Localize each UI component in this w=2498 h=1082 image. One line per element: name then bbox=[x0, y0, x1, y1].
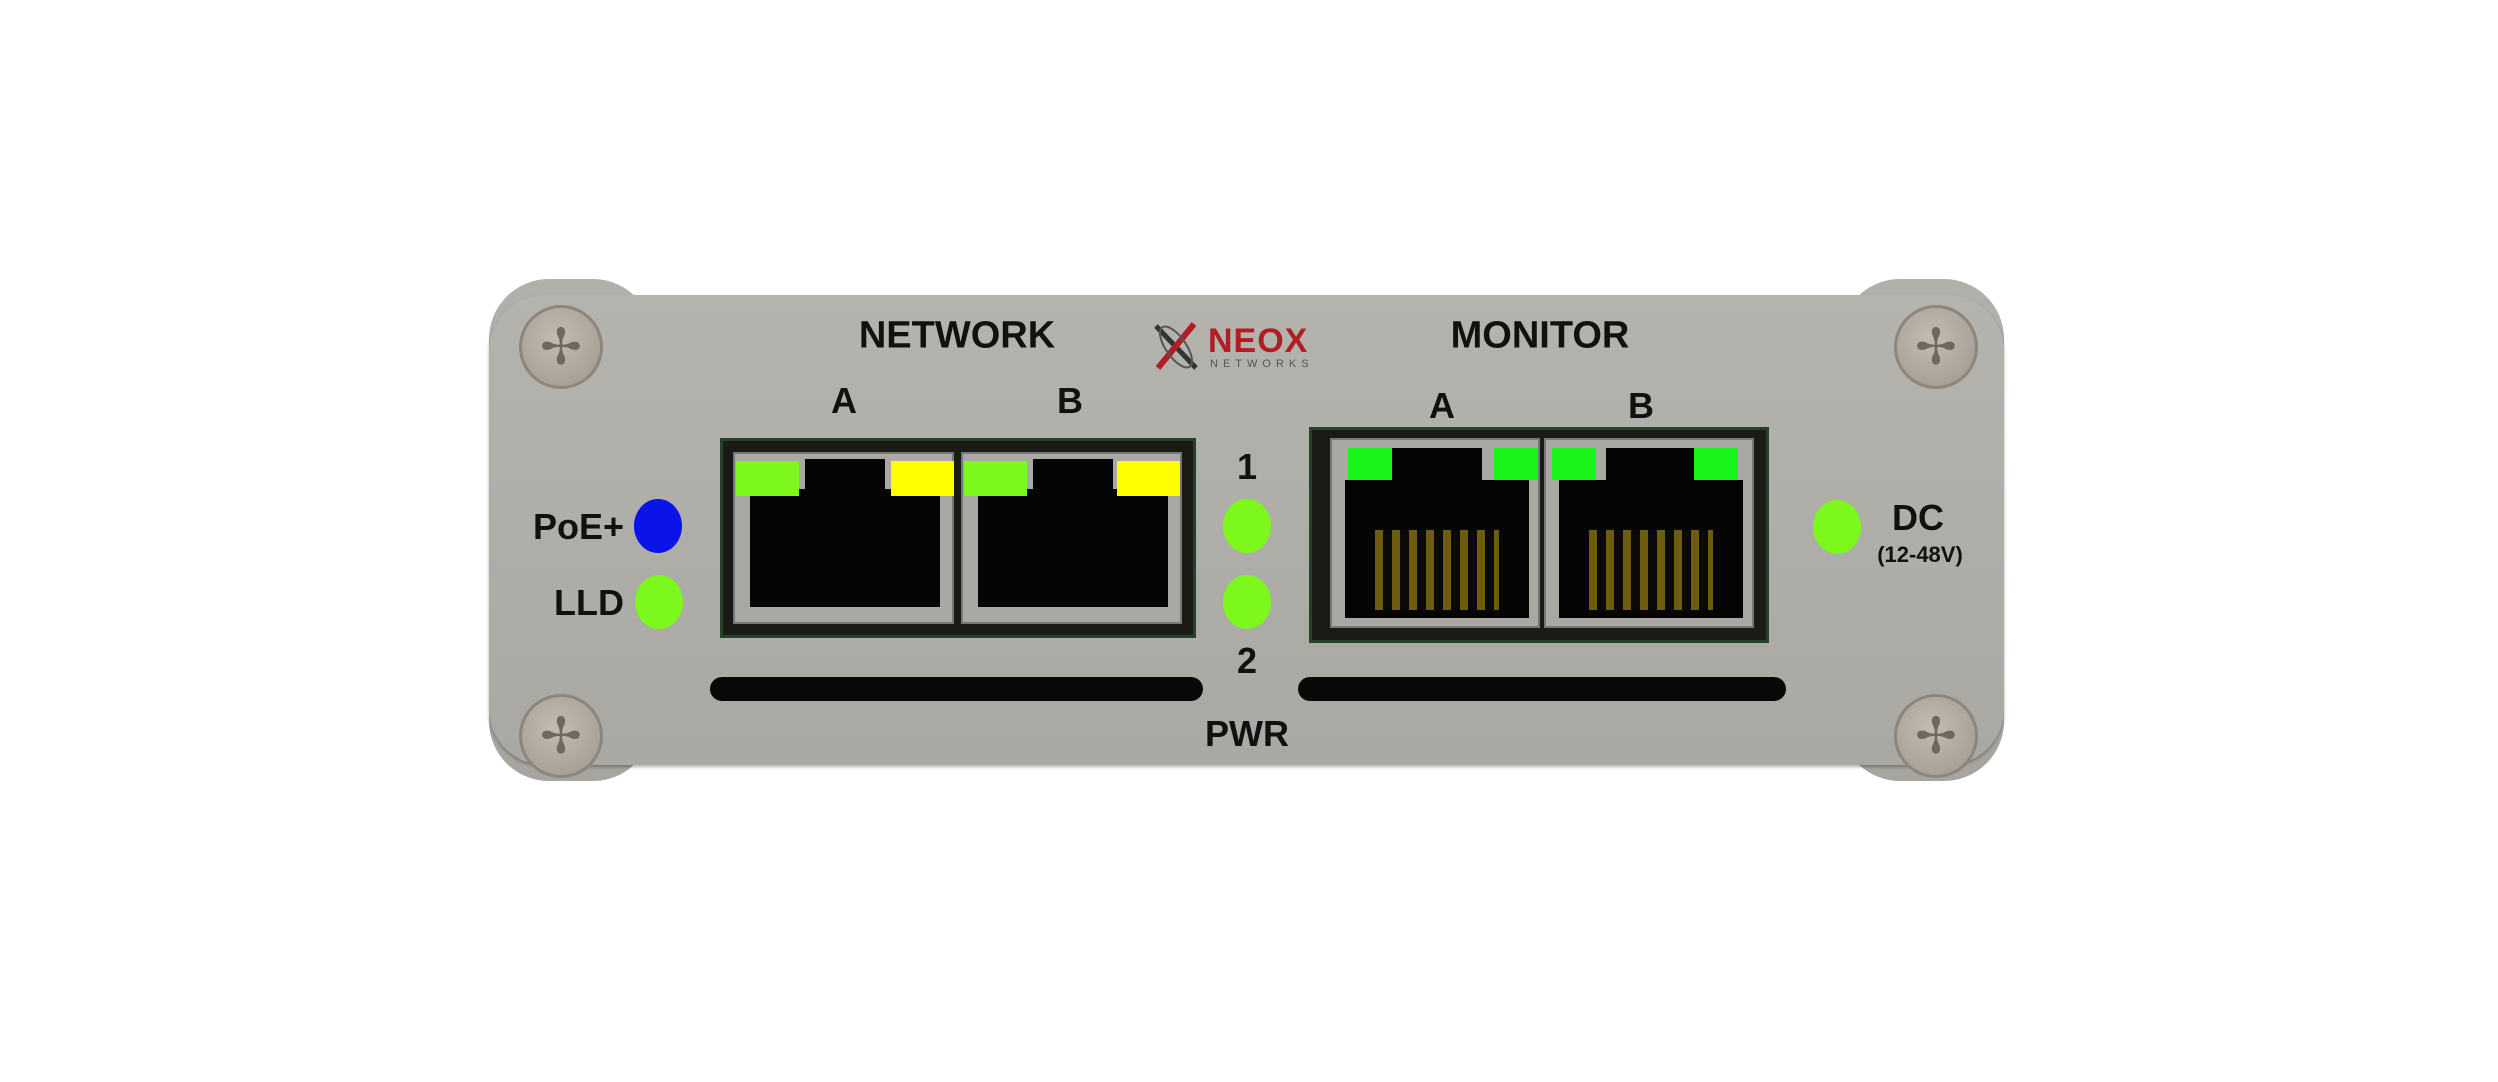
neox-x-icon bbox=[1154, 322, 1198, 370]
network-title: NETWORK bbox=[858, 314, 1056, 357]
activity-led bbox=[891, 461, 954, 496]
brand-logo: NEOX NETWORKS bbox=[1150, 320, 1350, 374]
poe-label: PoE+ bbox=[532, 506, 624, 547]
pwr-led-1-label: 1 bbox=[1236, 446, 1258, 487]
dc-led bbox=[1813, 500, 1861, 554]
screw-icon: ✢ bbox=[1894, 694, 1978, 778]
brand-subtitle: NETWORKS bbox=[1210, 358, 1314, 370]
pwr-led-1 bbox=[1223, 499, 1271, 553]
link-led bbox=[1348, 448, 1392, 480]
connector-pins bbox=[1589, 530, 1713, 610]
network-port-a-label: A bbox=[831, 380, 857, 421]
vent-slot-right bbox=[1298, 677, 1786, 701]
dc-voltage-range: (12-48V) bbox=[1877, 542, 1963, 567]
activity-led bbox=[1117, 461, 1180, 496]
monitor-port-a-label: A bbox=[1429, 385, 1455, 426]
vent-slot-left bbox=[710, 677, 1203, 701]
link-led bbox=[964, 461, 1027, 496]
link-led bbox=[736, 461, 799, 496]
pwr-led-2-label: 2 bbox=[1236, 640, 1258, 681]
monitor-port-b-label: B bbox=[1628, 385, 1654, 426]
activity-led bbox=[1694, 448, 1738, 480]
lld-led bbox=[635, 575, 683, 629]
brand-name: NEOX bbox=[1208, 322, 1309, 360]
activity-led bbox=[1494, 448, 1538, 480]
dc-label: DC bbox=[1892, 497, 1944, 538]
lld-label: LLD bbox=[554, 582, 624, 623]
poe-led bbox=[634, 499, 682, 553]
screw-icon: ✢ bbox=[1894, 305, 1978, 389]
network-port-b-label: B bbox=[1057, 380, 1083, 421]
link-led bbox=[1552, 448, 1596, 480]
screw-icon: ✢ bbox=[519, 694, 603, 778]
pwr-label: PWR bbox=[1205, 713, 1289, 754]
network-port-b[interactable] bbox=[961, 452, 1182, 624]
network-port-a[interactable] bbox=[733, 452, 954, 624]
monitor-port-a[interactable] bbox=[1330, 438, 1540, 628]
screw-icon: ✢ bbox=[519, 305, 603, 389]
monitor-title: MONITOR bbox=[1450, 314, 1630, 357]
connector-pins bbox=[1375, 530, 1499, 610]
monitor-port-b[interactable] bbox=[1544, 438, 1754, 628]
pwr-led-2 bbox=[1223, 575, 1271, 629]
